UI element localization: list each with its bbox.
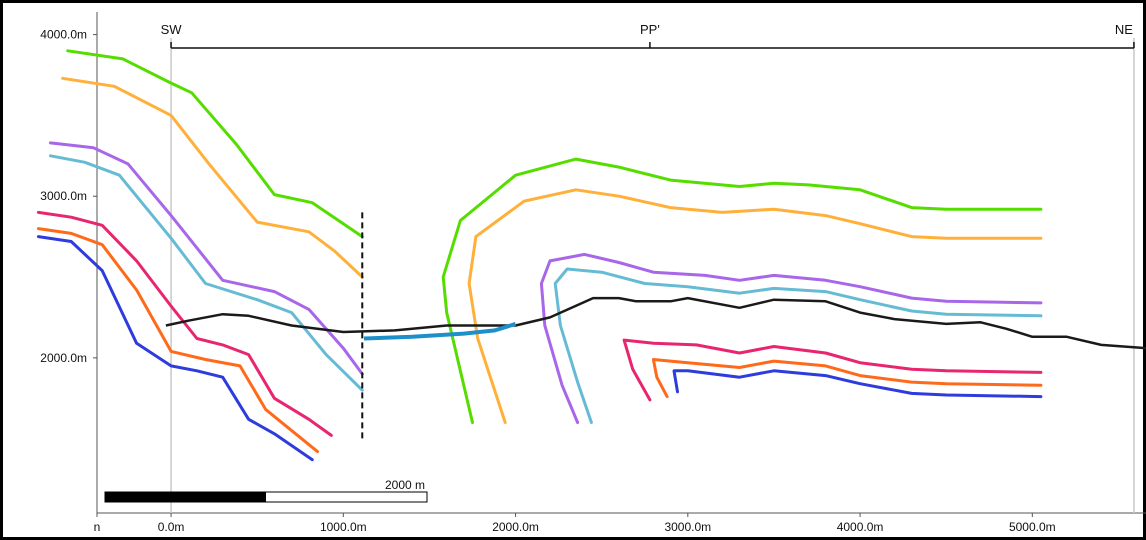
- topographic-surface-line: [165, 296, 1146, 350]
- horizon-line-red_orange-10: [36, 227, 319, 454]
- horizon-line-blue-12: [36, 235, 314, 462]
- y-tick-label: 2000.0m: [40, 351, 87, 365]
- horizon-line-green-1: [441, 157, 1043, 424]
- scale-bar-fill: [105, 492, 266, 502]
- section-start-label: SW: [161, 22, 183, 37]
- x-tick-label: 1000.0m: [320, 520, 367, 534]
- horizon-line-red_orange-11: [651, 358, 1043, 399]
- surface-layer: [165, 296, 1146, 350]
- horizon-line-green-0: [66, 49, 364, 239]
- x-tick-label: 0.0m: [158, 520, 185, 534]
- horizon-line-blue-13: [672, 369, 1043, 399]
- y-tick-label: 4000.0m: [40, 28, 87, 42]
- x-tick-label: 4000.0m: [837, 520, 884, 534]
- y-tick-label: 3000.0m: [40, 189, 87, 203]
- horizon-line-magenta-8: [36, 210, 333, 437]
- x-tick-label: 2000.0m: [492, 520, 539, 534]
- y-axis: 2000.0m 3000.0m 4000.0m: [40, 28, 97, 365]
- horizon-line-cyan-6: [49, 154, 364, 392]
- horizon-line-orange-2: [61, 76, 364, 279]
- horizon-line-purple-5: [539, 252, 1043, 424]
- scale-bar-label: 2000 m: [385, 478, 425, 492]
- water-body-line: [363, 321, 517, 341]
- horizon-line-purple-4: [49, 141, 364, 376]
- horizon-line-magenta-9: [622, 338, 1043, 402]
- horizon-line-orange-3: [467, 188, 1043, 424]
- x-tick-label: 3000.0m: [664, 520, 711, 534]
- x-tick-label: 5000.0m: [1009, 520, 1056, 534]
- section-end-label: NE: [1115, 22, 1133, 37]
- section-name-label: PP': [640, 22, 660, 37]
- section-line-group: SW PP' NE: [161, 22, 1135, 49]
- x-tick-label: n: [94, 520, 101, 534]
- horizon-line-cyan-7: [553, 267, 1043, 424]
- x-axis: n 0.0m 1000.0m 2000.0m 3000.0m 4000.0m 5000.0m: [94, 513, 1056, 534]
- scale-bar-group: 2000 m: [104, 478, 428, 503]
- horizon-lines: [36, 49, 1043, 462]
